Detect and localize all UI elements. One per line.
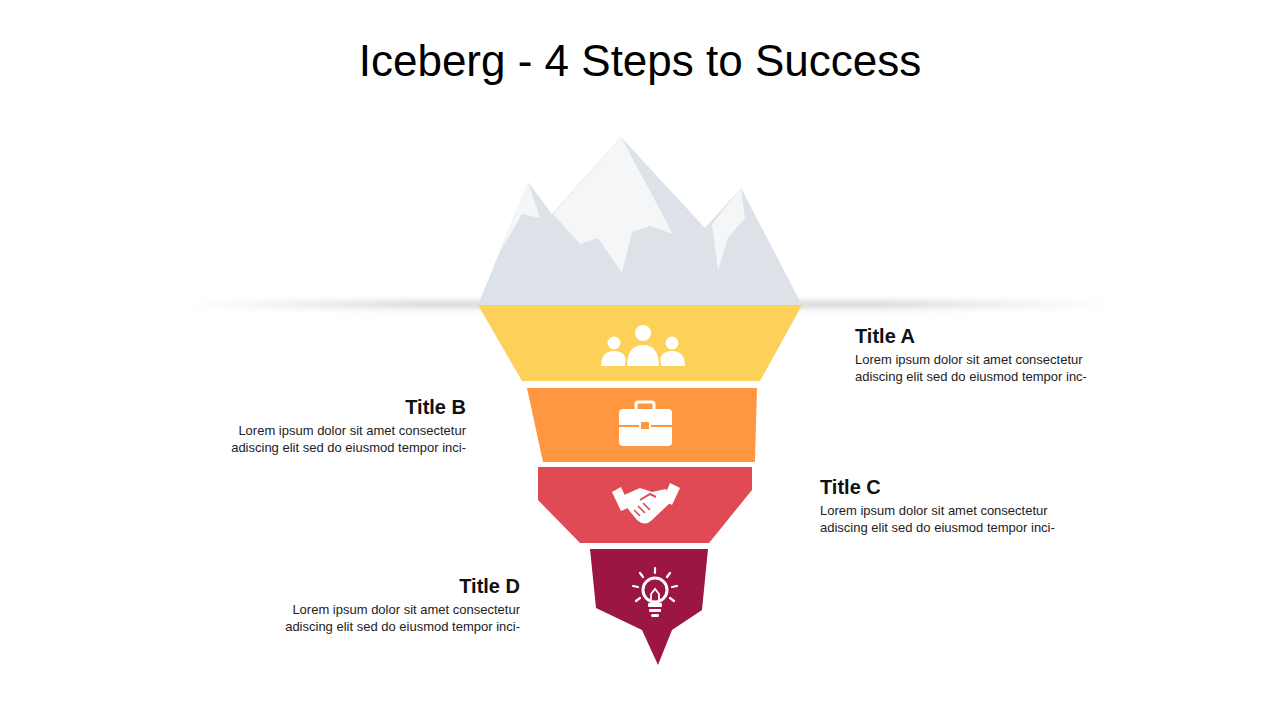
iceberg-band: Title ALorem ipsum dolor sit amet consec… [478,305,802,381]
step-description: Lorem ipsum dolor sit amet consectetur a… [855,351,1117,385]
band-shape [527,388,757,462]
band-shape [538,467,752,543]
band-fill [478,305,802,381]
iceberg-tip [478,137,802,305]
iceberg-band: Title BLorem ipsum dolor sit amet consec… [527,388,757,462]
step-callout: Title D Lorem ipsum dolor sit amet consec… [258,574,520,635]
step-description: Lorem ipsum dolor sit amet consectetur a… [258,601,520,635]
step-title: Title A [855,324,1117,348]
iceberg-highlight [500,182,540,252]
step-callout: Title A Lorem ipsum dolor sit amet consec… [855,324,1117,385]
band-fill [538,467,752,543]
iceberg-highlight [712,188,745,270]
step-title: Title B [204,395,466,419]
band-fill [527,388,757,462]
step-description: Lorem ipsum dolor sit amet consectetur a… [820,502,1082,536]
iceberg-band: Title DLorem ipsum dolor sit amet consec… [590,549,708,665]
step-description: Lorem ipsum dolor sit amet consectetur a… [204,422,466,456]
step-title: Title D [258,574,520,598]
band-shape [590,549,708,665]
step-callout: Title C Lorem ipsum dolor sit amet consec… [820,475,1082,536]
band-shape [478,305,802,381]
iceberg-highlight [553,137,673,273]
slide-title: Iceberg - 4 Steps to Success [0,34,1280,88]
step-title: Title C [820,475,1082,499]
iceberg-band: Title CLorem ipsum dolor sit amet consec… [538,467,752,543]
band-fill [590,549,708,665]
step-callout: Title B Lorem ipsum dolor sit amet consec… [204,395,466,456]
